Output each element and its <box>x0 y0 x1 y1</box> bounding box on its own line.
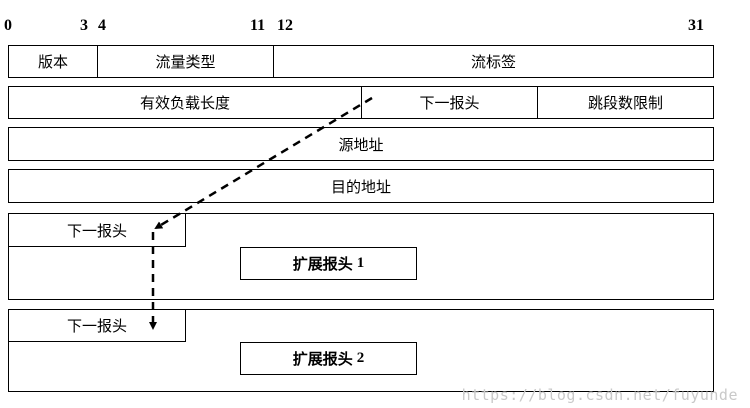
version-label: 版本 <box>37 53 68 71</box>
payload-length-field: 有效负载长度 <box>8 86 362 119</box>
bit-label-0: 0 <box>4 17 12 34</box>
ext2-name-label: 扩展报头 <box>292 350 353 368</box>
ext2-next-header-label: 下一报头 <box>66 317 127 335</box>
ext2-next-header-field: 下一报头 <box>8 309 186 342</box>
ext1-index: 1 <box>356 255 365 271</box>
destination-address-label: 目的地址 <box>330 177 391 196</box>
traffic-class-field: 流量类型 <box>97 45 274 78</box>
bit-label-12: 12 <box>277 17 293 34</box>
bit-label-31: 31 <box>688 17 704 34</box>
destination-address-field: 目的地址 <box>8 169 714 203</box>
flow-label-label: 流标签 <box>470 53 516 71</box>
bit-label-4: 4 <box>98 17 106 34</box>
watermark-text: https://blog.csdn.net/fuyunde <box>461 386 738 404</box>
ext2-index: 2 <box>356 350 365 366</box>
flow-label-field: 流标签 <box>273 45 714 78</box>
source-address-field: 源地址 <box>8 127 714 161</box>
source-address-label: 源地址 <box>338 135 384 154</box>
version-field: 版本 <box>8 45 98 78</box>
bit-label-3: 3 <box>80 17 88 34</box>
ext1-next-header-field: 下一报头 <box>8 213 186 247</box>
ext1-name-label: 扩展报头 <box>292 255 353 273</box>
ext1-next-header-label: 下一报头 <box>66 221 127 240</box>
hop-limit-label: 跳段数限制 <box>587 94 663 112</box>
hop-limit-field: 跳段数限制 <box>537 86 714 119</box>
bit-label-11: 11 <box>250 17 266 34</box>
traffic-class-label: 流量类型 <box>155 53 216 71</box>
next-header-field: 下一报头 <box>361 86 538 119</box>
next-header-label: 下一报头 <box>419 94 480 112</box>
payload-length-label: 有效负载长度 <box>139 94 230 112</box>
